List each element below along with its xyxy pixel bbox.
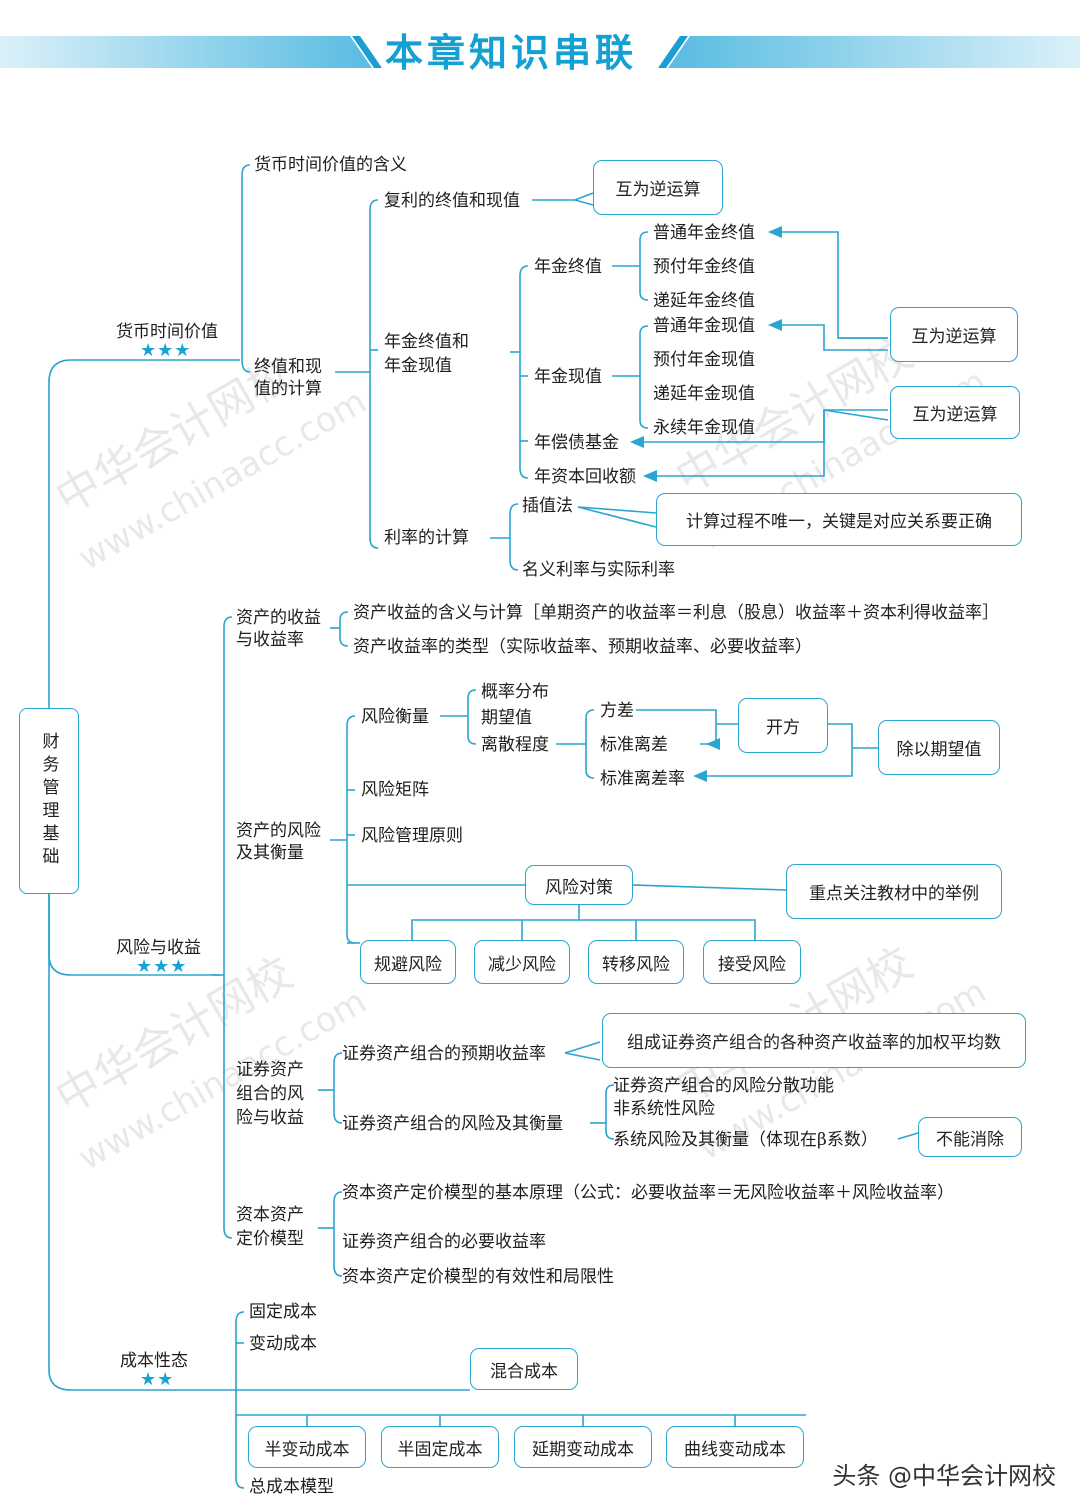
node-portfolio-expected: 证券资产组合的预期收益率 (342, 1044, 546, 1064)
category-risk-return: 风险与收益 (116, 938, 201, 958)
box-cannot-eliminate: 不能消除 (918, 1117, 1022, 1157)
importance-stars: ★★★ (140, 340, 192, 361)
node-fixed-cost: 固定成本 (249, 1302, 317, 1322)
importance-stars: ★★★ (136, 956, 188, 977)
box-strategy: 转移风险 (588, 940, 684, 984)
measure-item: 期望值 (481, 708, 532, 728)
category-time-value: 货币时间价值 (116, 322, 218, 342)
box-strategy: 减少风险 (474, 940, 570, 984)
capm-item: 证券资产组合的必要收益率 (342, 1232, 546, 1252)
root-node: 财务管理基础 (19, 708, 79, 894)
box-mixed-item: 曲线变动成本 (666, 1426, 804, 1468)
box-sqrt: 开方 (738, 698, 828, 753)
box-strategy: 接受风险 (703, 940, 801, 984)
node-annuity-pv: 年金现值 (534, 367, 602, 387)
node-risk-measure: 风险衡量 (361, 707, 429, 727)
node-total-cost-model: 总成本模型 (249, 1477, 334, 1497)
capm-item: 资本资产定价模型的基本原理（公式：必要收益率＝无风险收益率＋风险收益率） (342, 1183, 954, 1203)
risk-item: 系统风险及其衡量（体现在β系数） (613, 1130, 878, 1150)
capm-item: 资本资产定价模型的有效性和局限性 (342, 1267, 614, 1287)
node-annuity-fv: 年金终值 (534, 257, 602, 277)
node-nominal-rate: 名义利率与实际利率 (522, 560, 675, 580)
fv-item: 普通年金终值 (653, 223, 755, 243)
node-risk-principle: 风险管理原则 (361, 826, 463, 846)
box-mixed-cost: 混合成本 (470, 1348, 578, 1390)
box-interp-note: 计算过程不唯一，关键是对应关系要正确 (656, 493, 1022, 546)
box-strategy-note: 重点关注教材中的举例 (786, 864, 1002, 919)
importance-stars: ★★ (140, 1369, 175, 1390)
node-variable-cost: 变动成本 (249, 1334, 317, 1354)
dispersion-item: 标准离差率 (600, 769, 685, 789)
node-interpolation: 插值法 (522, 496, 573, 516)
node-calc: 终值和现值的计算 (254, 357, 322, 399)
node-rate: 利率的计算 (384, 528, 469, 548)
page-title: 本章知识串联 (385, 31, 638, 75)
box-inverse-1: 互为逆运算 (593, 160, 723, 215)
node-portfolio-risk: 证券资产组合的风险及其衡量 (342, 1114, 563, 1134)
node-risk-matrix: 风险矩阵 (361, 780, 429, 800)
pv-item: 递延年金现值 (653, 384, 755, 404)
dispersion-item: 方差 (600, 701, 634, 721)
return-item: 资产收益率的类型（实际收益率、预期收益率、必要收益率） (353, 637, 812, 657)
node-risk: 资产的风险及其衡量 (236, 821, 321, 863)
node-capm: 资本资产定价模型 (236, 1205, 304, 1249)
box-risk-strategy: 风险对策 (525, 865, 633, 905)
fv-item: 预付年金终值 (653, 257, 755, 277)
node-annuity: 年金终值和年金现值 (384, 332, 469, 376)
node-returns: 资产的收益与收益率 (236, 608, 321, 650)
box-mixed-item: 半固定成本 (381, 1426, 499, 1468)
node-compound: 复利的终值和现值 (384, 191, 520, 211)
measure-item: 离散程度 (481, 735, 549, 755)
box-mixed-item: 半变动成本 (248, 1426, 366, 1468)
node-portfolio: 证券资产组合的风险与收益 (236, 1060, 304, 1128)
header-band (0, 36, 1080, 68)
node-meaning: 货币时间价值的含义 (254, 155, 407, 175)
source-credit: 头条 @中华会计网校 (832, 1462, 1056, 1490)
node-capital-recovery: 年资本回收额 (534, 467, 636, 487)
measure-item: 概率分布 (481, 682, 549, 702)
pv-item: 普通年金现值 (653, 316, 755, 336)
risk-item: 非系统性风险 (613, 1099, 715, 1119)
box-divide-expected: 除以期望值 (878, 720, 1000, 775)
box-strategy: 规避风险 (360, 940, 456, 984)
box-expected-note: 组成证券资产组合的各种资产收益率的加权平均数 (602, 1013, 1026, 1068)
pv-item: 预付年金现值 (653, 350, 755, 370)
node-sinking-fund: 年偿债基金 (534, 433, 619, 453)
box-inverse-2: 互为逆运算 (890, 307, 1018, 362)
fv-item: 递延年金终值 (653, 291, 755, 311)
risk-item: 证券资产组合的风险分散功能 (613, 1076, 834, 1096)
return-item: 资产收益的含义与计算［单期资产的收益率＝利息（股息）收益率＋资本利得收益率］ (353, 603, 999, 623)
category-cost-behavior: 成本性态 (120, 1351, 188, 1371)
pv-item: 永续年金现值 (653, 418, 755, 438)
box-mixed-item: 延期变动成本 (514, 1426, 652, 1468)
box-inverse-3: 互为逆运算 (890, 386, 1020, 439)
dispersion-item: 标准离差 (600, 735, 668, 755)
